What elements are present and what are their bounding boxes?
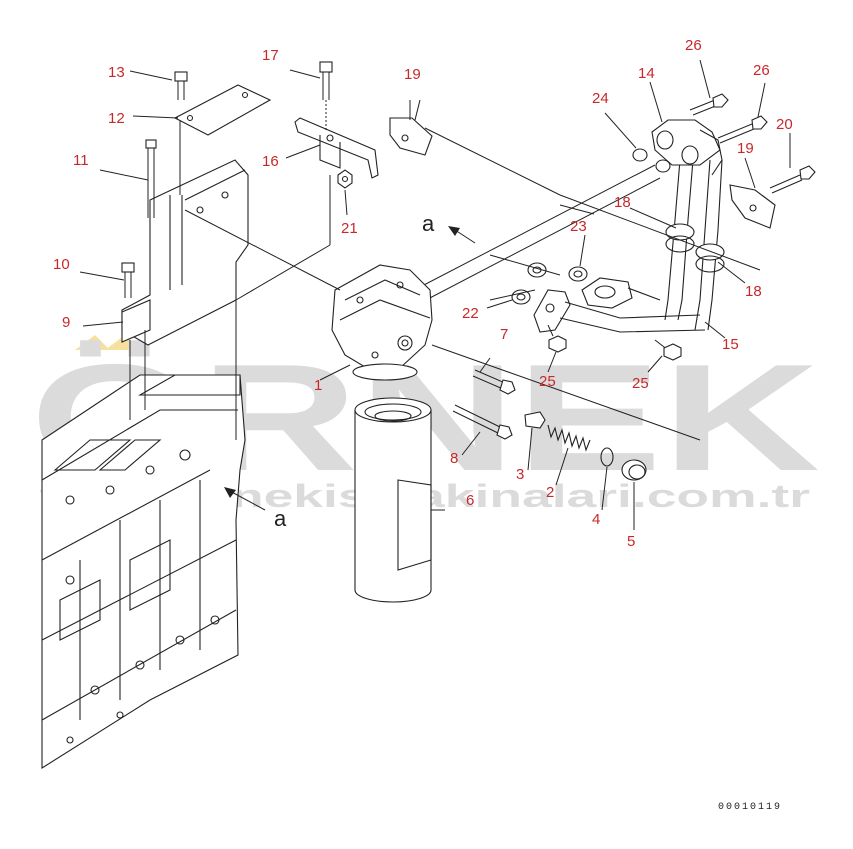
engine-block bbox=[41, 374, 246, 769]
long-pipe bbox=[394, 164, 661, 313]
clamp-19-left bbox=[389, 100, 433, 156]
watermark-accent-right bbox=[105, 335, 140, 350]
label-part-18-lower: 18 bbox=[745, 283, 762, 300]
bolt-20 bbox=[769, 165, 816, 194]
view-label-bottom: a bbox=[274, 506, 287, 531]
label-part-16: 16 bbox=[262, 153, 279, 170]
ring-4 bbox=[600, 447, 614, 467]
view-label-top: a bbox=[422, 211, 435, 236]
label-part-12: 12 bbox=[108, 110, 125, 127]
bolt-8 bbox=[452, 404, 513, 440]
label-part-26-right: 26 bbox=[753, 62, 770, 79]
cover-plate-12 bbox=[173, 84, 272, 195]
label-part-9: 9 bbox=[62, 314, 70, 331]
label-part-19-right: 19 bbox=[737, 140, 754, 157]
leader-lines bbox=[79, 59, 791, 530]
bolt-25-right bbox=[654, 339, 682, 361]
hoses-18 bbox=[664, 159, 725, 331]
label-part-8: 8 bbox=[450, 450, 458, 467]
clamp-16 bbox=[294, 117, 379, 179]
pipe-15 bbox=[533, 277, 706, 333]
plug-5 bbox=[621, 459, 647, 481]
label-part-26-top: 26 bbox=[685, 37, 702, 54]
label-part-2: 2 bbox=[546, 484, 554, 501]
nut-21 bbox=[337, 169, 353, 189]
label-part-1: 1 bbox=[314, 377, 322, 394]
mount-bolt-11 bbox=[145, 139, 157, 218]
bolt-26-right bbox=[717, 115, 768, 144]
label-part-17: 17 bbox=[262, 47, 279, 64]
label-part-24: 24 bbox=[592, 90, 609, 107]
label-part-23: 23 bbox=[570, 218, 587, 235]
view-arrow-bottom bbox=[224, 487, 266, 511]
label-part-18-upper: 18 bbox=[614, 194, 631, 211]
label-part-14: 14 bbox=[638, 65, 655, 82]
view-arrow-top bbox=[448, 226, 476, 244]
valve-3 bbox=[524, 411, 546, 429]
label-part-11: 11 bbox=[73, 152, 89, 169]
label-part-5: 5 bbox=[627, 533, 635, 550]
filter-cartridge-6 bbox=[354, 397, 432, 603]
label-part-7: 7 bbox=[500, 326, 508, 343]
bolt-7 bbox=[472, 369, 516, 395]
label-part-13: 13 bbox=[108, 64, 125, 81]
bolt-10 bbox=[121, 262, 135, 298]
label-part-25-left: 25 bbox=[539, 373, 556, 390]
bolt-26-top bbox=[689, 93, 729, 116]
clamp-19-right bbox=[729, 184, 776, 229]
bolt-17 bbox=[319, 61, 333, 130]
seals-22-23 bbox=[489, 254, 588, 305]
label-part-22: 22 bbox=[462, 305, 479, 322]
label-part-19-left: 19 bbox=[404, 66, 421, 83]
label-part-25-right: 25 bbox=[632, 375, 649, 392]
label-part-20: 20 bbox=[776, 116, 793, 133]
spring-2 bbox=[547, 424, 591, 452]
figure-code: 00010119 bbox=[718, 802, 782, 813]
bolt-25-left bbox=[547, 324, 567, 353]
label-part-6: 6 bbox=[466, 492, 474, 509]
label-part-3: 3 bbox=[516, 466, 524, 483]
bolt-13 bbox=[174, 71, 188, 100]
label-part-4: 4 bbox=[592, 511, 600, 528]
label-part-21: 21 bbox=[341, 220, 358, 237]
watermark-accent-left bbox=[75, 335, 110, 350]
label-part-15: 15 bbox=[722, 336, 739, 353]
filter-head-1 bbox=[331, 264, 433, 381]
label-part-10: 10 bbox=[53, 256, 70, 273]
flange-14 bbox=[632, 119, 723, 176]
